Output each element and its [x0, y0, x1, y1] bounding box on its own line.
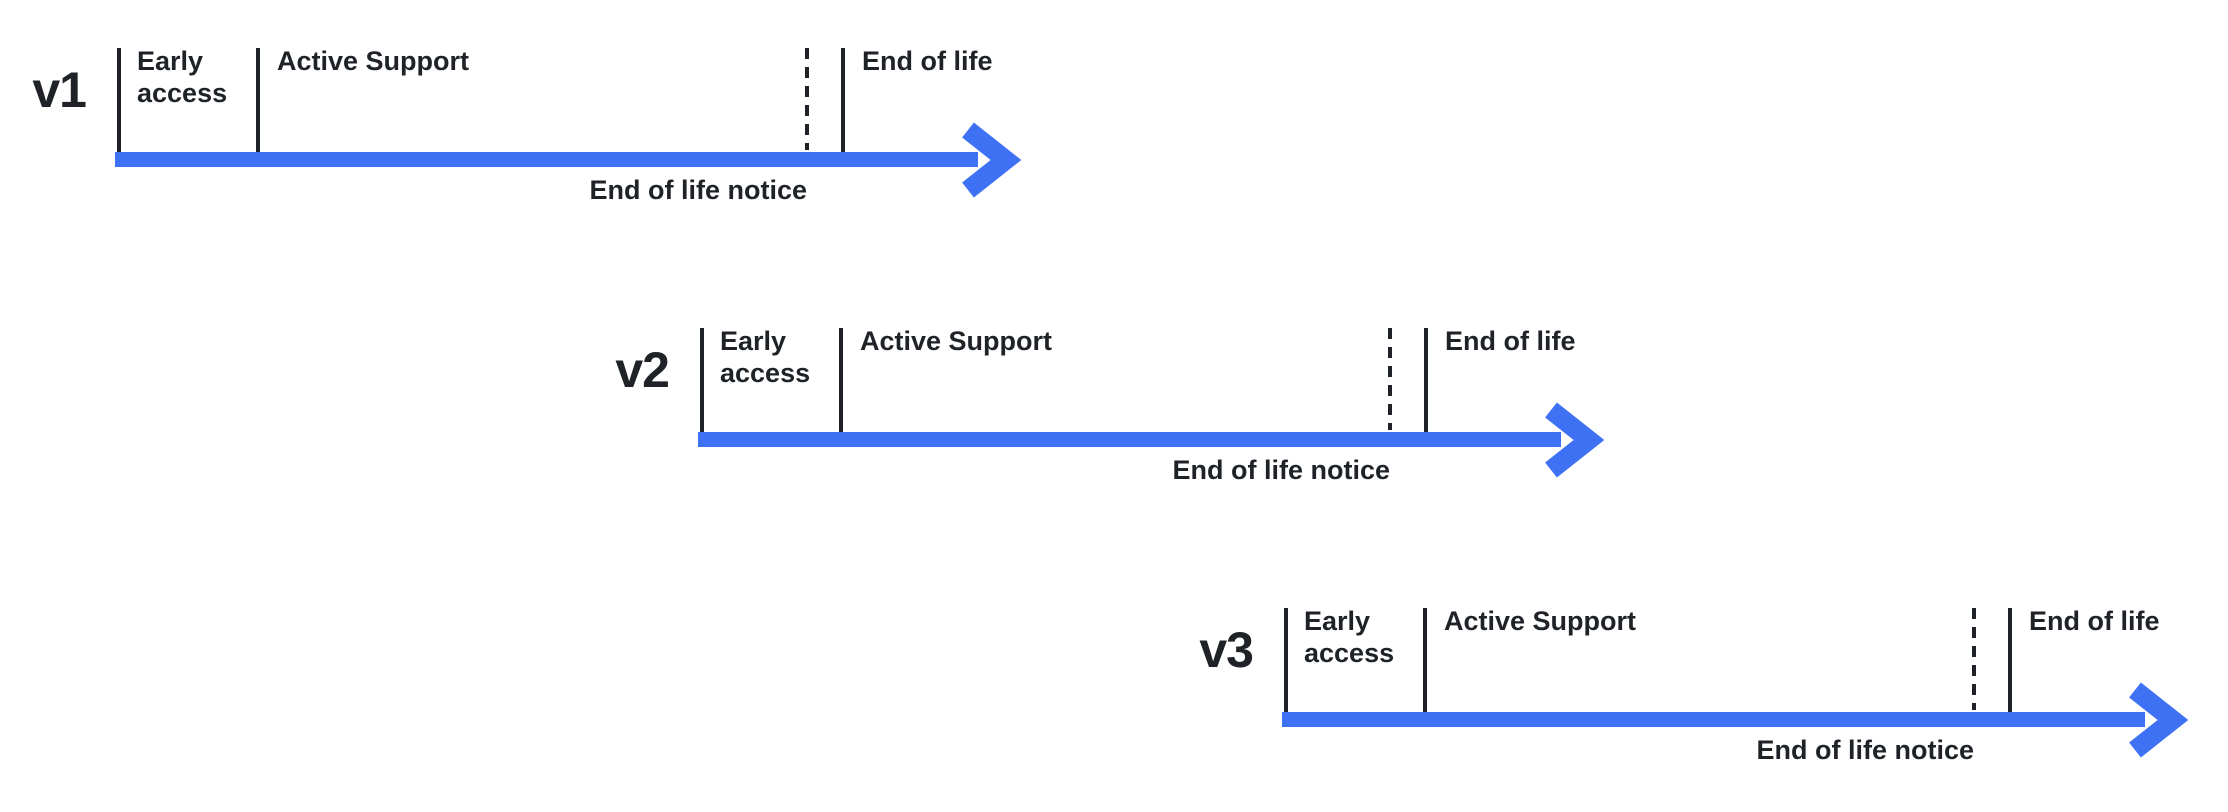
- active-support-label: Active Support: [1444, 606, 1637, 636]
- end-of-life-label: End of life: [862, 46, 993, 76]
- early-access-label-line2: access: [137, 78, 228, 108]
- early-access-label-line1: Early: [137, 46, 204, 76]
- end-of-life-tick: [2008, 608, 2012, 712]
- end-of-life-notice-dashed-line: [1972, 608, 1976, 710]
- early-access-tick: [1284, 608, 1288, 712]
- end-of-life-label: End of life: [2029, 606, 2160, 636]
- early-access-label: Early access: [1304, 605, 1394, 669]
- timeline-arrow-shaft: [115, 152, 978, 167]
- timeline-arrow-shaft: [1282, 712, 2145, 727]
- end-of-life-notice-label: End of life notice: [1756, 735, 1974, 765]
- active-support-label: Active Support: [860, 326, 1053, 356]
- early-access-tick: [117, 48, 121, 152]
- early-access-label: Early access: [137, 45, 227, 109]
- end-of-life-label: End of life: [1445, 326, 1576, 356]
- timeline-v1: v1 Early access Active Support End of li…: [0, 45, 1040, 220]
- active-support-tick: [1423, 608, 1427, 712]
- timeline-v2: v2 Early access Active Support End of li…: [583, 325, 1623, 500]
- end-of-life-notice-label: End of life notice: [1172, 455, 1390, 485]
- version-label: v1: [32, 62, 87, 118]
- arrow-head-icon: [2129, 682, 2189, 758]
- active-support-tick: [839, 328, 843, 432]
- early-access-label-line2: access: [1304, 638, 1395, 668]
- end-of-life-tick: [841, 48, 845, 152]
- end-of-life-notice-label: End of life notice: [589, 175, 807, 205]
- version-label: v3: [1199, 622, 1254, 678]
- end-of-life-notice-dashed-line: [1388, 328, 1392, 430]
- early-access-label-line1: Early: [720, 326, 787, 356]
- active-support-tick: [256, 48, 260, 152]
- early-access-tick: [700, 328, 704, 432]
- active-support-label: Active Support: [277, 46, 470, 76]
- end-of-life-tick: [1424, 328, 1428, 432]
- arrow-head-icon: [962, 122, 1022, 198]
- early-access-label: Early access: [720, 325, 810, 389]
- version-label: v2: [615, 342, 670, 398]
- early-access-label-line2: access: [720, 358, 811, 388]
- timeline-v3: v3 Early access Active Support End of li…: [1167, 605, 2207, 780]
- early-access-label-line1: Early: [1304, 606, 1371, 636]
- arrow-head-icon: [1545, 402, 1605, 478]
- timeline-arrow-shaft: [698, 432, 1561, 447]
- end-of-life-notice-dashed-line: [805, 48, 809, 150]
